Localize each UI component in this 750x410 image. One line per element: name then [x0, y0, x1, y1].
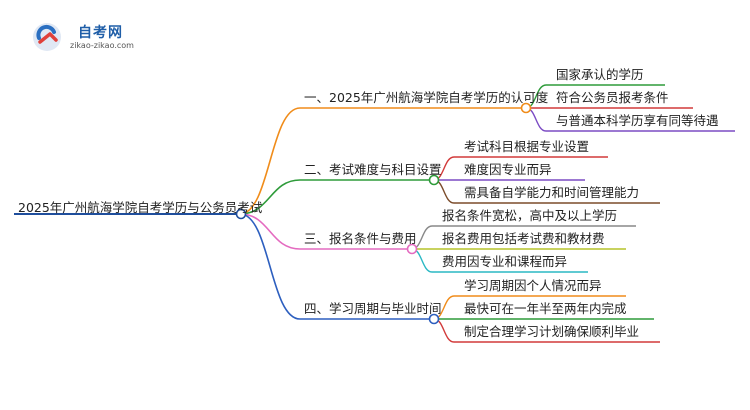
leaf-label-1-2: 符合公务员报考条件	[556, 90, 669, 105]
leaf-label-2-2: 难度因专业而异	[464, 162, 552, 177]
leaf-label-1-1: 国家承认的学历	[556, 67, 644, 82]
branch-node-dot-3	[406, 243, 418, 255]
root-node-label: 2025年广州航海学院自考学历与公务员考试	[18, 200, 263, 215]
leaf-label-2-1: 考试科目根据专业设置	[464, 139, 590, 154]
branch-label-2: 二、考试难度与科目设置	[304, 162, 442, 177]
leaf-label-3-1: 报名条件宽松，高中及以上学历	[442, 208, 618, 223]
branch-node-dot-4	[428, 313, 440, 325]
branch-label-1: 一、2025年广州航海学院自考学历的认可度	[304, 90, 549, 105]
leaf-label-4-2: 最快可在一年半至两年内完成	[464, 301, 627, 316]
logo-icon	[33, 23, 61, 51]
branch-node-dot-1	[520, 102, 532, 114]
leaf-label-4-1: 学习周期因个人情况而异	[464, 278, 602, 293]
root-node-dot	[235, 208, 247, 220]
branch-connector-4	[239, 213, 301, 320]
branch-label-3: 三、报名条件与费用	[304, 231, 417, 246]
leaf-label-2-3: 需具备自学能力和时间管理能力	[464, 185, 640, 200]
branch-connector-1	[239, 107, 301, 215]
leaf-label-1-3: 与普通本科学历享有同等待遇	[556, 113, 719, 128]
logo: 自考网 zikao-zikao.com	[30, 20, 180, 60]
leaf-label-4-3: 制定合理学习计划确保顺利毕业	[464, 324, 640, 339]
leaf-label-3-2: 报名费用包括考试费和教材费	[442, 231, 605, 246]
leaf-label-3-3: 费用因专业和课程而异	[442, 254, 568, 269]
logo-title: 自考网	[78, 25, 123, 41]
branch-connector-2	[239, 179, 301, 215]
logo-url: zikao-zikao.com	[70, 41, 134, 50]
branch-label-4: 四、学习周期与毕业时间	[304, 301, 442, 316]
branch-node-dot-2	[428, 174, 440, 186]
branch-connector-3	[239, 213, 301, 250]
